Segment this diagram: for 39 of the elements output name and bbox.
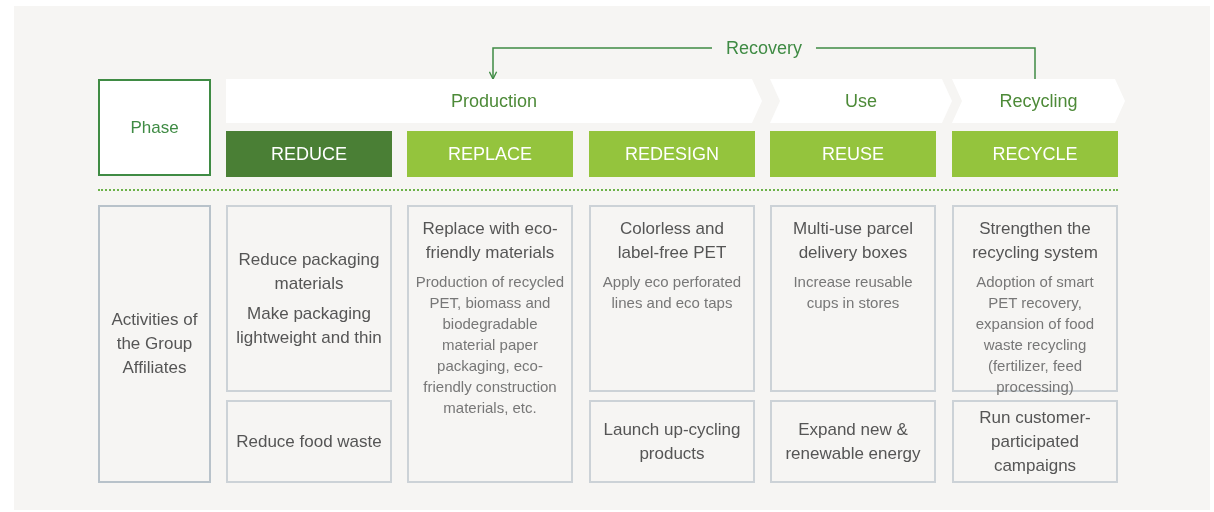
stage-label: REUSE <box>822 143 884 166</box>
activity-description: Production of recycled PET, biomass and biodegradable material paper packaging, eco-friendly construction materials, etc. <box>415 272 565 418</box>
activity-description: Increase reusable cups in stores <box>792 272 914 313</box>
activity-heading: Expand new & renewable energy <box>784 418 922 465</box>
stage-label: REDUCE <box>271 143 347 166</box>
activity-heading: Replace with eco-friendly materials <box>421 218 559 264</box>
activity-heading: Strengthen the recycling system <box>971 218 1099 264</box>
activity-heading: Launch up-cycling products <box>602 418 742 465</box>
phase-label: Recycling <box>999 90 1078 113</box>
stage-box <box>589 131 755 177</box>
activity-box <box>226 400 392 483</box>
activity-box <box>589 205 755 392</box>
activity-box <box>770 205 936 392</box>
activity-description: Apply eco perforated lines and eco taps <box>601 272 743 313</box>
stage-box <box>952 131 1118 177</box>
stage-label: RECYCLE <box>992 143 1078 166</box>
activity-box <box>226 205 392 392</box>
activity-heading: Reduce food waste <box>236 430 382 453</box>
activity-heading: Colorless and label-free PET <box>616 218 728 264</box>
phase-label: Use <box>845 90 877 113</box>
activity-description: Adoption of smart PET recovery, expansion of food waste recycling (fertilizer, feed processing) <box>974 272 1096 397</box>
phase-label: Phase <box>130 116 179 139</box>
phase-header-box <box>98 79 211 176</box>
activity-box <box>589 400 755 483</box>
stage-box <box>770 131 936 177</box>
activity-box <box>407 205 573 483</box>
phase-label: Production <box>450 90 538 113</box>
row-header-label: Activities of the Group Affiliates <box>110 309 199 379</box>
activity-heading: Make packaging lightweight and thin <box>235 302 383 349</box>
activity-box <box>952 400 1118 483</box>
activity-heading: Reduce packaging materials <box>237 248 381 295</box>
stage-label: REPLACE <box>447 143 532 166</box>
activity-heading: Run customer-participated campaigns <box>978 406 1092 477</box>
activity-box <box>770 400 936 483</box>
stage-box <box>407 131 573 177</box>
stage-box <box>226 131 392 177</box>
activity-heading: Multi-use parcel delivery boxes <box>792 218 914 264</box>
row-header-box <box>98 205 211 483</box>
stage-label: REDESIGN <box>625 143 719 166</box>
